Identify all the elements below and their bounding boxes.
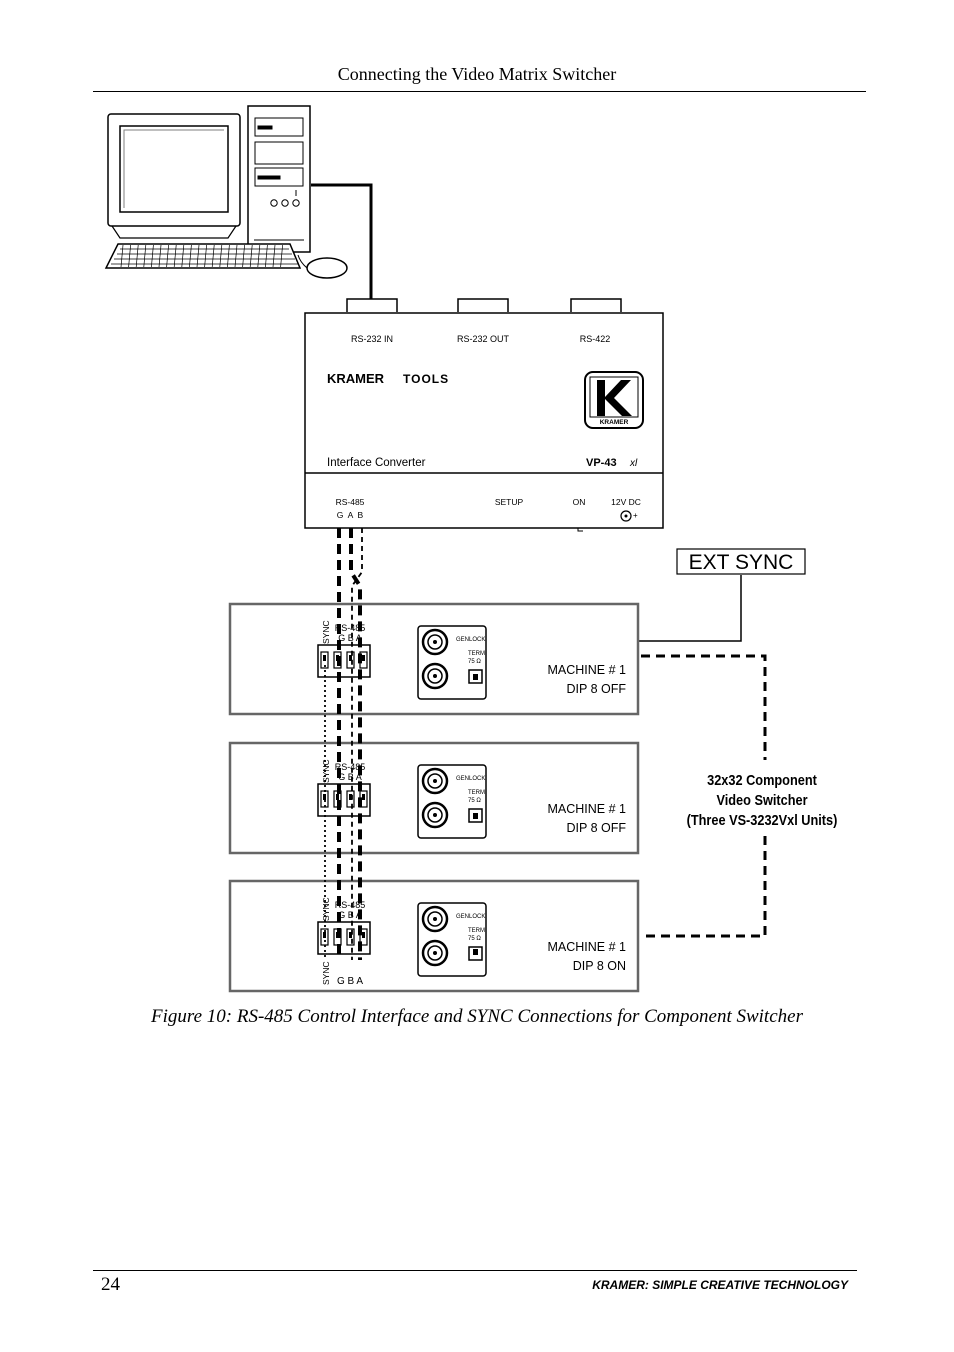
rs485-cables — [324, 528, 363, 960]
genlock-panel: GENLOCK TERM 75 Ω — [417, 902, 487, 977]
page-header: Connecting the Video Matrix Switcher — [337, 64, 617, 84]
system-label-line1: 32x32 Component — [707, 771, 817, 788]
genlock-label: GENLOCK — [456, 914, 485, 920]
rs485-label: RS-485 — [336, 497, 365, 507]
on-label: ON — [573, 497, 586, 507]
sync-label: SYNC — [321, 620, 331, 644]
model-text: VP-43 — [586, 457, 617, 469]
dip-switch-label: DIP 8 OFF — [566, 821, 626, 835]
term-label: TERM — [468, 928, 485, 934]
system-label-line3: (Three VS-3232Vxl Units) — [687, 811, 838, 828]
brand-text: KRAMER — [327, 371, 385, 386]
terminal-pins-label: G B A — [338, 910, 362, 920]
term-value-label: 75 Ω — [468, 936, 481, 942]
genlock-panel: GENLOCK TERM 75 Ω — [417, 764, 487, 839]
term-label: TERM — [468, 790, 485, 796]
ext-sync-box — [676, 548, 806, 575]
brand-sub-text: TOOLS — [403, 372, 449, 386]
dip-switch-label: DIP 8 ON — [573, 959, 626, 973]
machine-label: MACHINE # 1 — [548, 802, 627, 816]
bottom-sync-label: SYNC — [321, 961, 331, 985]
page-number: 24 — [101, 1274, 120, 1295]
genlock-label: GENLOCK — [456, 637, 485, 643]
model-suffix: xl — [629, 458, 638, 469]
rs232-cable — [311, 183, 373, 301]
machine-label: MACHINE # 1 — [548, 663, 627, 677]
genlock-panel: GENLOCK TERM 75 Ω — [417, 625, 487, 700]
computer-icon — [104, 105, 348, 279]
port-rs232-out-label: RS-232 OUT — [457, 334, 510, 344]
sync-label: SYNC — [321, 759, 331, 783]
ext-sync-label: EXT SYNC — [689, 551, 794, 574]
bottom-pins-label: G B A — [337, 976, 363, 987]
device-name: Interface Converter — [327, 457, 426, 469]
rs485-pins: G A B — [337, 510, 364, 520]
footer-rule — [93, 1270, 857, 1271]
genlock-label: GENLOCK — [456, 776, 485, 782]
chain-dashed-line — [641, 654, 767, 938]
machine-label: MACHINE # 1 — [548, 940, 627, 954]
port-rs232-in-label: RS-232 IN — [351, 334, 393, 344]
footer-text: KRAMER: SIMPLE CREATIVE TECHNOLOGY — [592, 1278, 848, 1292]
interface-converter: RS-232 IN RS-232 OUT RS-422 KRAMER TOOLS… — [304, 298, 664, 532]
rs485-terminal-label: RS-485 — [335, 900, 366, 910]
terminal-pins-label: G B A — [338, 772, 362, 782]
term-label: TERM — [468, 651, 485, 657]
dc-polarity-icon: + — [633, 511, 638, 520]
rs485-terminal-label: RS-485 — [335, 623, 366, 633]
port-rs422-label: RS-422 — [580, 334, 611, 344]
terminal-block — [317, 644, 371, 678]
header-rule — [93, 91, 866, 92]
term-value-label: 75 Ω — [468, 798, 481, 804]
sync-label: SYNC — [321, 897, 331, 921]
term-value-label: 75 Ω — [468, 659, 481, 665]
system-label-line2: Video Switcher — [716, 791, 808, 808]
dc-label: 12V DC — [611, 497, 641, 507]
rs485-terminal-label: RS-485 — [335, 762, 366, 772]
figure-caption: Figure 10: RS-485 Control Interface and … — [151, 1006, 803, 1027]
dip-switch-label: DIP 8 OFF — [566, 682, 626, 696]
setup-label: SETUP — [495, 497, 524, 507]
logo-caption: KRAMER — [600, 419, 629, 426]
kramer-logo: KRAMER — [584, 371, 644, 429]
terminal-pins-label: G B A — [338, 633, 362, 643]
